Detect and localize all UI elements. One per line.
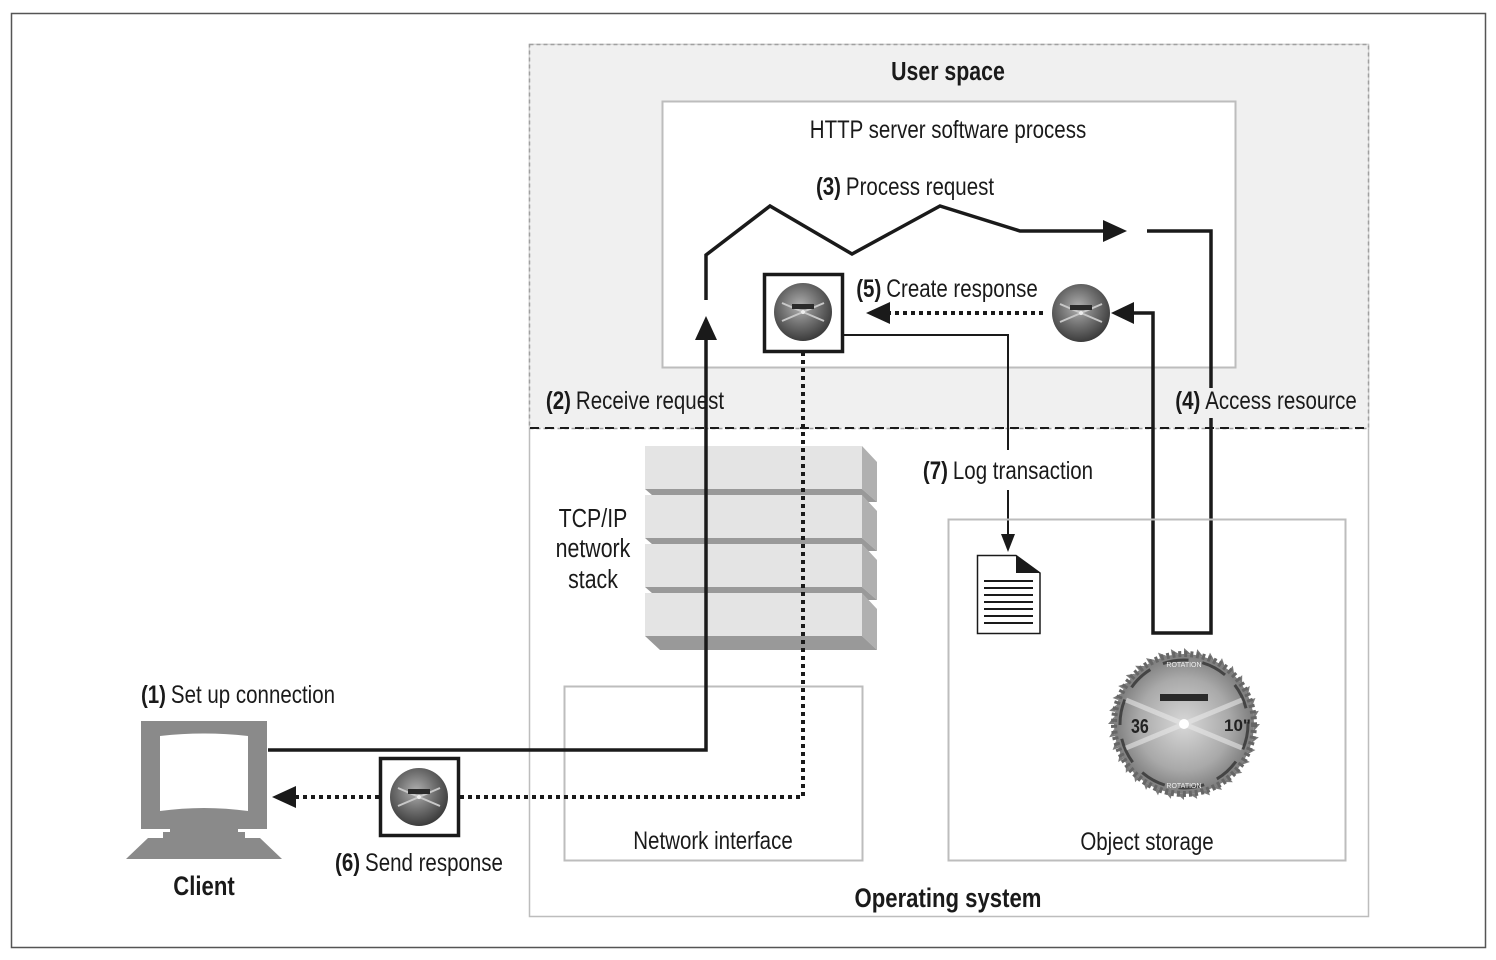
svg-text:(1)Set up connection: (1)Set up connection [141, 680, 335, 708]
http-server-process-label: HTTP server software process [810, 115, 1086, 143]
step-4-number: (4) [1175, 386, 1200, 414]
stack-layer [645, 593, 877, 650]
process-request-arrowhead [1103, 220, 1127, 242]
step-7-number: (7) [923, 456, 948, 484]
tcpip-label-line-1: TCP/IP [559, 504, 628, 534]
svg-text:(2)Receive request: (2)Receive request [546, 386, 725, 414]
tcpip-label-line-3: stack [568, 565, 618, 595]
saw-teeth-label: 36 [1131, 715, 1149, 737]
saw-tooth [1246, 747, 1256, 755]
step-6-number: (6) [335, 848, 360, 876]
client-label: Client [173, 872, 234, 902]
tcpip-stack-label: TCP/IP network stack [556, 504, 631, 595]
log-transaction-path [844, 334, 1009, 450]
send-response-arrowhead [272, 786, 296, 808]
step-6-text: Send response [365, 848, 503, 876]
response-icon [762, 272, 845, 354]
step-3-text: Process request [846, 172, 995, 200]
step-1-label: (1)Set up connection [141, 680, 335, 708]
tcpip-label-line-2: network [556, 534, 631, 564]
saw-tooth [1223, 777, 1233, 783]
saw-blade-icon: 36 10" ROTATION ROTATION [1108, 648, 1260, 800]
step-4-label: (4)Access resource [1175, 386, 1357, 418]
access-resource-arrowhead [1111, 302, 1134, 324]
saw-tooth [1108, 716, 1115, 724]
svg-text:(3)Process request: (3)Process request [816, 172, 995, 200]
svg-text:(6)Send response: (6)Send response [335, 848, 503, 876]
stack-layer [645, 544, 877, 600]
svg-text:(5)Create response: (5)Create response [856, 274, 1038, 302]
step-5-label: (5)Create response [856, 274, 1038, 302]
step-7-label: (7)Log transaction [923, 456, 1093, 484]
svg-text:(4)Access resource: (4)Access resource [1175, 386, 1357, 414]
step-7-text: Log transaction [953, 456, 1093, 484]
process-request-path [704, 203, 1105, 300]
http-server-process-box [661, 100, 1237, 369]
step-2-number: (2) [546, 386, 571, 414]
network-interface-label: Network interface [633, 826, 793, 854]
saw-rotation-label-bottom: ROTATION [1166, 783, 1201, 790]
step-3-label: (3)Process request [816, 172, 995, 200]
log-file-icon [976, 554, 1041, 635]
step-6-label: (6)Send response [335, 848, 503, 876]
operating-system-label: Operating system [855, 884, 1042, 914]
access-resource-path [1130, 229, 1213, 635]
step-5-number: (5) [856, 274, 881, 302]
step-2-text: Receive request [576, 386, 725, 414]
stack-layer [645, 495, 877, 551]
saw-rotation-label-top: ROTATION [1166, 662, 1201, 669]
user-space-label: User space [891, 57, 1005, 87]
receive-request-path [268, 340, 708, 752]
response-in-transit-icon [378, 756, 461, 838]
send-response-path [460, 352, 805, 799]
svg-text:(7)Log transaction: (7)Log transaction [923, 456, 1093, 484]
saw-tooth [1118, 752, 1124, 762]
object-storage-label: Object storage [1080, 827, 1213, 855]
step-5-text: Create response [886, 274, 1038, 302]
object-storage-box [947, 518, 1347, 862]
network-interface-box [563, 685, 864, 862]
stack-layer [645, 446, 877, 502]
log-transaction-arrowhead [1001, 534, 1015, 552]
saw-tooth [1176, 793, 1184, 800]
step-4-text: Access resource [1205, 386, 1357, 414]
saw-size-label: 10" [1224, 716, 1251, 735]
create-response-arrowhead [866, 302, 890, 324]
step-2-label: (2)Receive request [546, 386, 725, 414]
step-1-text: Set up connection [171, 680, 335, 708]
client-computer-icon [126, 721, 282, 859]
step-3-number: (3) [816, 172, 841, 200]
tcpip-stack [645, 446, 877, 650]
step-1-number: (1) [141, 680, 166, 708]
resource-icon [1052, 284, 1110, 342]
receive-request-arrowhead [695, 316, 717, 340]
